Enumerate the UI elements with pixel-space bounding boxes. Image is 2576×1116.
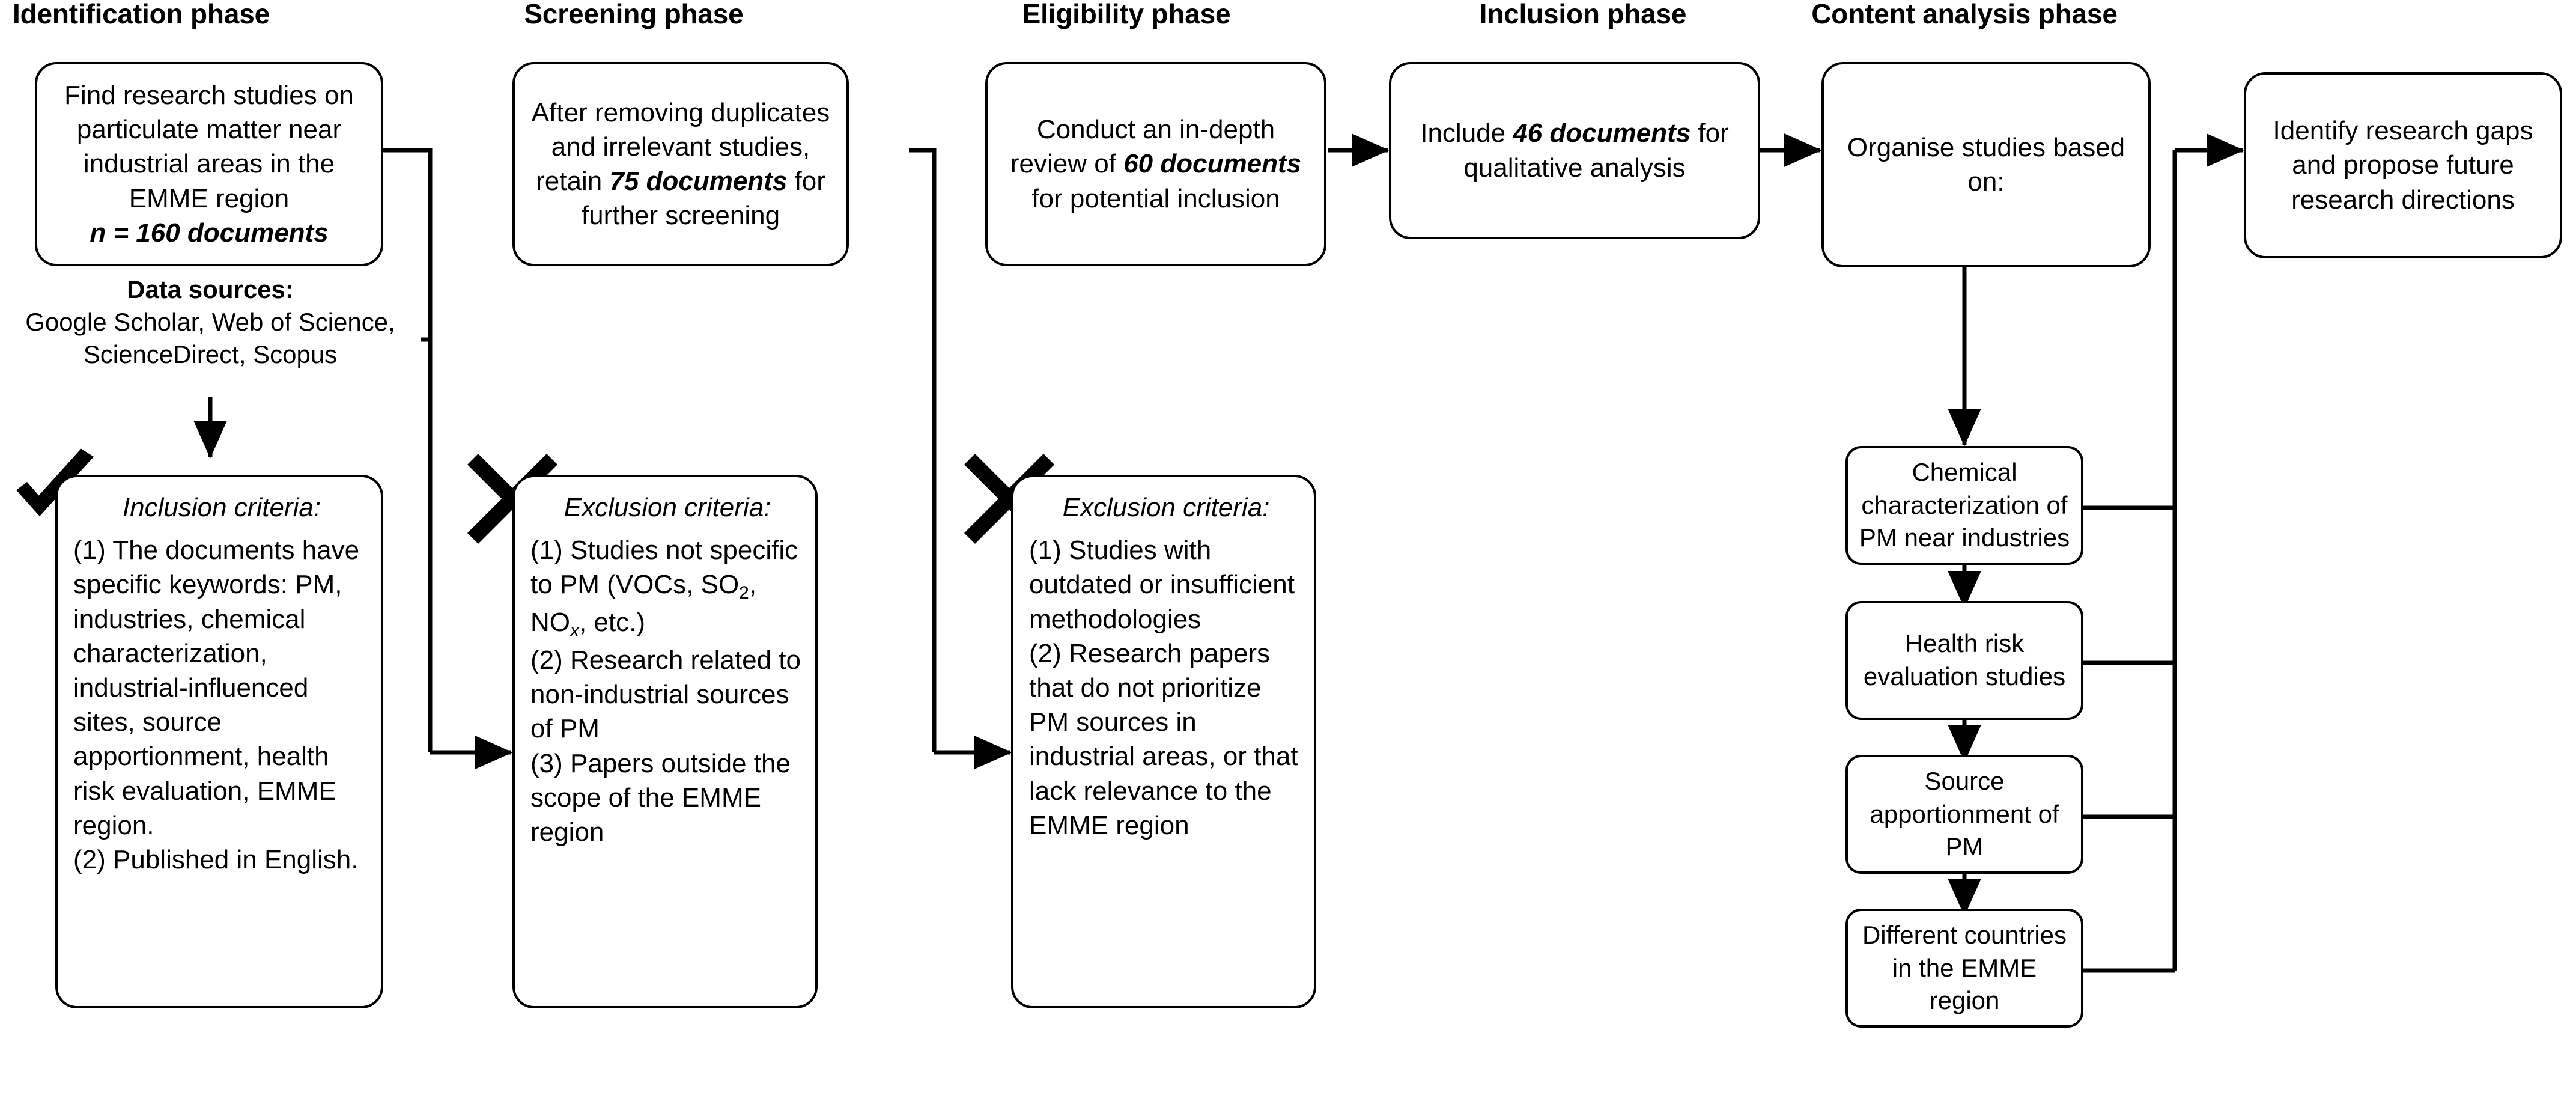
node-content-main[interactable]: Organise studies based on: [1821,62,2151,267]
phase-title-inclusion: Inclusion phase [1479,0,1687,29]
eligibility-main-count: 60 documents [1123,149,1302,179]
node-chemical-characterization[interactable]: Chemical characterization of PM near ind… [1845,446,2083,565]
inclusion-main-text-before: Include [1420,118,1513,148]
screening-main-text-after: for further screening [581,166,825,231]
content-item-label: Health risk evaluation studies [1863,629,2066,691]
check-mark-icon [11,448,101,538]
node-inclusion-main[interactable]: Include 46 documents for qualitative ana… [1389,62,1760,239]
node-inclusion-criteria[interactable]: Inclusion criteria: (1) The documents ha… [55,475,383,1008]
node-screening-main[interactable]: After removing duplicates and irrelevant… [512,62,849,266]
data-sources-block: Data sources: Google Scholar, Web of Sci… [6,273,415,370]
data-sources-list: Google Scholar, Web of Science, ScienceD… [25,307,395,368]
eligibility-exclusion-item-2: (2) Research papers that do not prioriti… [1029,638,1298,840]
phase-title-identification: Identification phase [13,0,270,29]
line-screening-to-eligibility-excl [909,148,937,752]
phase-title-content-analysis: Content analysis phase [1811,0,2118,29]
inclusion-main-count: 46 documents [1513,118,1691,148]
identification-main-count: n = 160 documents [90,218,329,248]
eligibility-exclusion-item-1: (1) Studies with outdated or insufficien… [1029,535,1295,634]
eligibility-main-text-after: for potential inclusion [1031,183,1280,213]
phase-title-screening: Screening phase [524,0,744,29]
content-item-label: Source apportionment of PM [1870,767,2059,861]
data-sources-heading: Data sources: [127,275,294,303]
node-countries-emme[interactable]: Different countries in the EMME region [1845,909,2083,1028]
screening-main-count: 75 documents [609,166,788,196]
content-item-label: Different countries in the EMME region [1862,921,2067,1015]
node-identification-main[interactable]: Find research studies on particulate mat… [35,62,383,266]
node-eligibility-main[interactable]: Conduct an in-depth review of 60 documen… [985,62,1326,266]
phase-title-eligibility: Eligibility phase [1022,0,1231,29]
content-main-text: Organise studies based on: [1847,132,2125,197]
final-node-text: Identify research gaps and propose futur… [2273,116,2533,215]
screening-exclusion-item-2: (2) Research related to non-industrial s… [530,645,801,744]
inclusion-main-text-after: for qualitative analysis [1463,118,1729,183]
node-health-risk[interactable]: Health risk evaluation studies [1845,601,2083,720]
node-source-apportionment[interactable]: Source apportionment of PM [1845,755,2083,874]
eligibility-main-text-before: Conduct an in-depth review of [1010,115,1275,179]
inclusion-criteria-item-2: (2) Published in English. [73,844,359,874]
screening-exclusion-item-3: (3) Papers outside the scope of the EMME… [530,748,791,847]
eligibility-exclusion-title: Exclusion criteria: [1062,493,1270,522]
content-item-label: Chemical characterization of PM near ind… [1859,458,2070,552]
node-screening-exclusion-criteria[interactable]: Exclusion criteria: (1) Studies not spec… [512,475,818,1008]
inclusion-criteria-title: Inclusion criteria: [122,493,321,522]
node-final-research-gaps[interactable]: Identify research gaps and propose futur… [2244,72,2562,258]
screening-exclusion-item-1: (1) Studies not specific to PM (VOCs, SO… [530,535,798,641]
screening-exclusion-title: Exclusion criteria: [564,493,771,522]
node-eligibility-exclusion-criteria[interactable]: Exclusion criteria: (1) Studies with out… [1011,475,1316,1008]
identification-main-text: Find research studies on particulate mat… [64,81,354,213]
screening-main-text-before: After removing duplicates and irrelevant… [531,97,830,196]
inclusion-criteria-item-1: (1) The documents have specific keywords… [73,535,360,840]
